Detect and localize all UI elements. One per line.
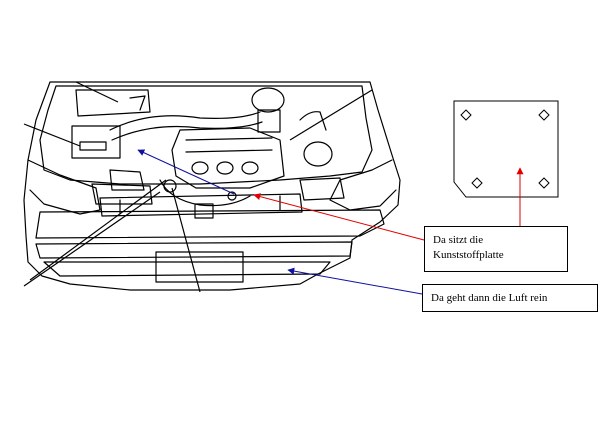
plastic-plate-callout: Da sitzt die Kunststoffplatte (424, 226, 568, 272)
mount-hole-bottom-left (471, 177, 483, 189)
plastic-plate-callout-line1: Da sitzt die (433, 234, 484, 246)
car-front-drawing (23, 81, 401, 291)
plate-arrows (253, 167, 524, 241)
air-intake-callout-text: Da geht dann die Luft rein (431, 292, 548, 304)
mount-hole-top-right (538, 109, 550, 121)
air-intake-callout: Da geht dann die Luft rein (422, 284, 598, 312)
mount-hole-bottom-right (538, 177, 550, 189)
leader-lines (23, 81, 373, 293)
plastic-plate-callout-line2: Kunststoffplatte (433, 249, 504, 261)
plastic-plate-drawing (453, 100, 559, 198)
air-arrows (137, 149, 423, 295)
mount-hole-top-left (460, 109, 472, 121)
